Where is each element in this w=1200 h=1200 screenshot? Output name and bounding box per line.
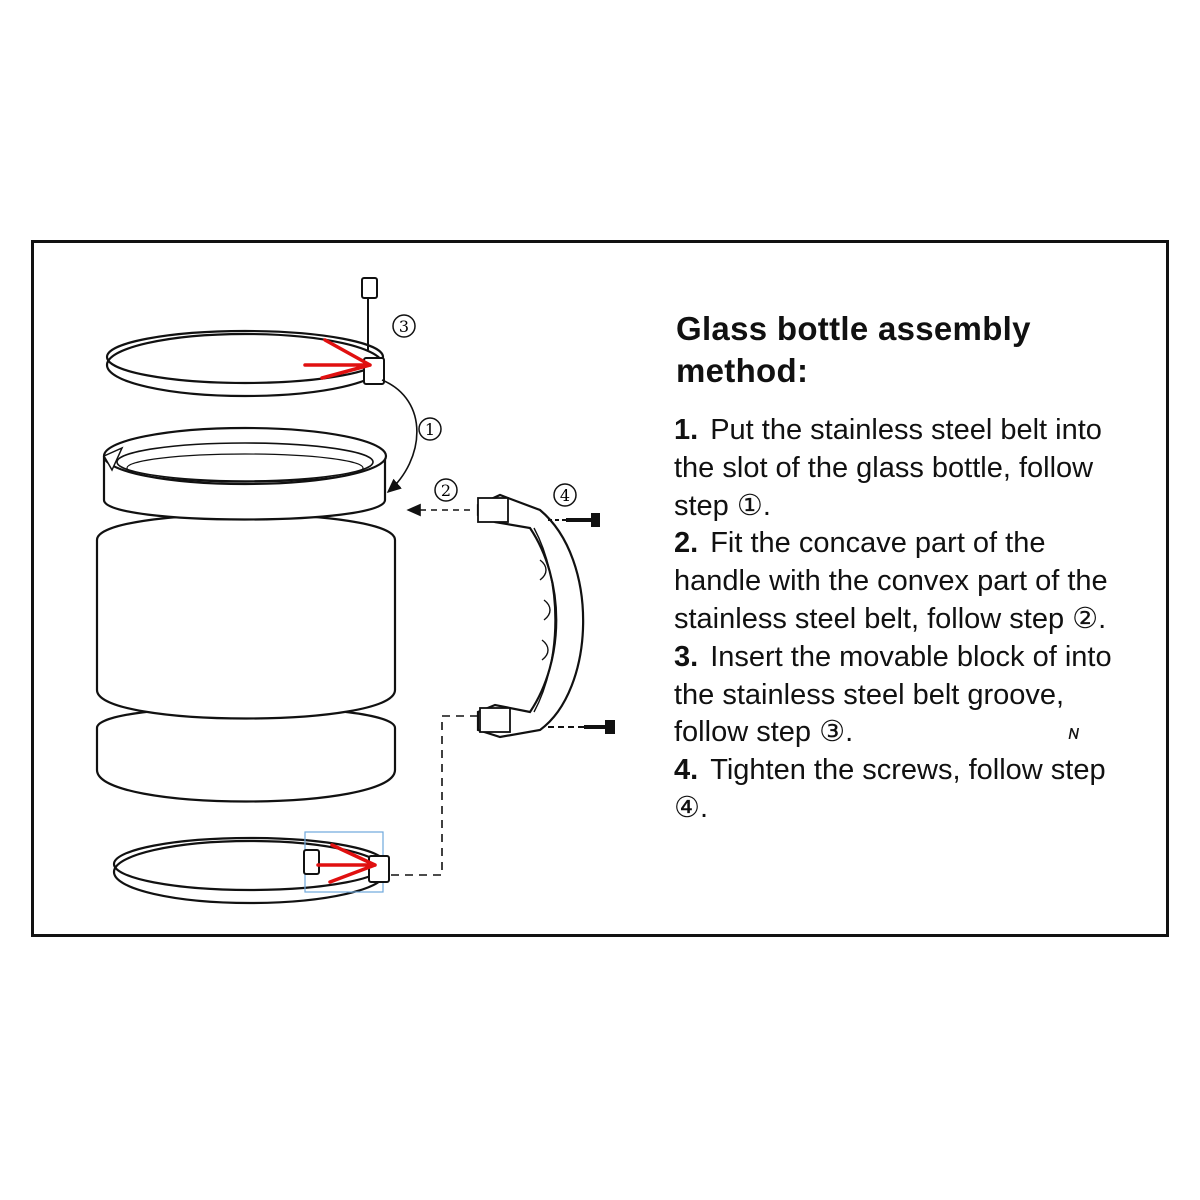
- step-item-3: 3.Insert the movable block of into the s…: [674, 640, 1112, 749]
- svg-text:4: 4: [560, 486, 570, 505]
- bottom-movable-block-icon: [303, 849, 390, 883]
- page-title: Glass bottle assembly method:: [676, 310, 1031, 389]
- stray-mark: ɴ: [1068, 722, 1080, 744]
- bottom-screw-icon: [548, 720, 615, 734]
- top-screw-icon: [548, 513, 600, 527]
- bottle-illustration: [95, 426, 397, 803]
- top-red-arrow-icon: [303, 338, 372, 380]
- svg-text:3: 3: [399, 317, 409, 336]
- callout-2: 2: [434, 478, 458, 502]
- svg-text:2: 2: [441, 481, 451, 500]
- bottom-red-arrow-icon: [316, 843, 377, 884]
- step-item-2: 2.Fit the concave part of the handle wit…: [674, 527, 1108, 635]
- callout-4: 4: [553, 483, 577, 507]
- step-item-4: 4.Tighten the screws, follow step ④.: [674, 754, 1106, 824]
- bottom-belt-ring-icon: [112, 836, 388, 905]
- top-movable-block-icon: [361, 277, 385, 385]
- steps-list: 1.Put the stainless steel belt into the …: [674, 412, 1124, 828]
- callout-3-top: 3: [392, 314, 416, 338]
- callout-1: 1: [418, 417, 442, 441]
- svg-text:1: 1: [425, 420, 435, 439]
- step3-dashed-guide: [388, 715, 478, 876]
- step1-arrow-icon: [381, 379, 418, 494]
- step-item-1: 1.Put the stainless steel belt into the …: [674, 414, 1102, 522]
- handle-icon: [476, 493, 585, 739]
